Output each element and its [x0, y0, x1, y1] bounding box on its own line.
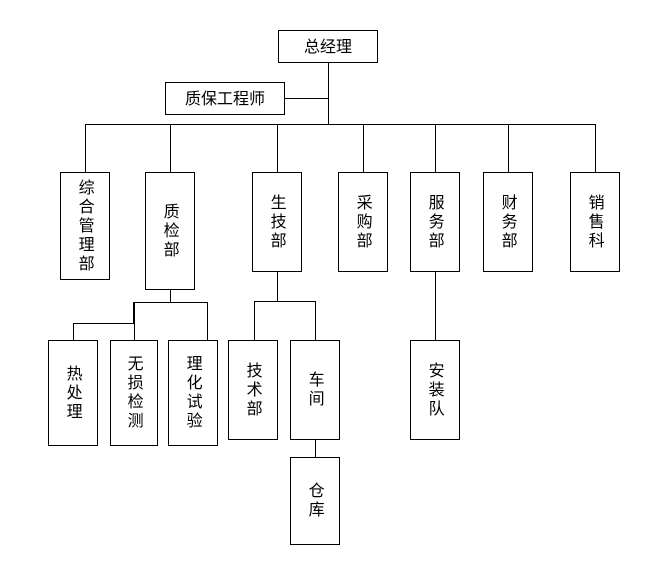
org-node-label: 质检部: [160, 202, 180, 260]
connector-e-qa-join: [285, 98, 329, 99]
connector-e-drop-techdept: [254, 301, 255, 341]
org-node-label: 仓库: [305, 482, 325, 520]
org-node-admin[interactable]: 综合管理部: [60, 172, 110, 280]
org-node-prodtech[interactable]: 生技部: [252, 172, 302, 272]
org-node-label: 热处理: [63, 364, 83, 422]
connector-e-drop-purchase: [363, 124, 364, 172]
connector-e-qc-stem: [170, 290, 171, 303]
org-node-label: 质保工程师: [184, 88, 265, 108]
connector-e-drop-prodtech: [277, 124, 278, 172]
org-node-sales[interactable]: 销售科: [570, 172, 620, 272]
connector-e-pt-stem: [277, 272, 278, 302]
org-node-label: 采购部: [353, 193, 373, 251]
org-node-label: 理化试验: [183, 355, 203, 431]
connector-e-qc-bus: [133, 302, 208, 303]
connector-e-drop-finance: [508, 124, 509, 172]
connector-e-drop-workshop: [315, 301, 316, 341]
org-node-label: 总经理: [303, 36, 352, 56]
connector-e-pt-bus: [254, 301, 316, 302]
org-node-lab[interactable]: 理化试验: [168, 340, 218, 446]
connector-e-ws-warehouse: [315, 440, 316, 458]
org-node-qc[interactable]: 质检部: [145, 172, 195, 290]
connector-e-drop-qc: [170, 124, 171, 172]
org-node-qa_eng[interactable]: 质保工程师: [165, 82, 285, 115]
org-node-label: 技术部: [243, 361, 263, 419]
connector-e-drop-service: [435, 124, 436, 172]
connector-e-heat-bus: [73, 323, 134, 324]
connector-e-qc-left-stem: [133, 302, 134, 324]
connector-e-service-drop: [435, 272, 436, 341]
org-node-warehouse[interactable]: 仓库: [290, 457, 340, 545]
org-node-label: 服务部: [425, 193, 445, 251]
org-node-finance[interactable]: 财务部: [483, 172, 533, 272]
org-node-heat[interactable]: 热处理: [48, 340, 98, 446]
org-node-label: 综合管理部: [75, 178, 95, 274]
org-node-install[interactable]: 安装队: [410, 340, 460, 440]
org-node-workshop[interactable]: 车间: [290, 340, 340, 440]
org-node-ndt[interactable]: 无损检测: [110, 340, 158, 446]
org-node-techdept[interactable]: 技术部: [228, 340, 278, 440]
connector-e-gm-trunk: [328, 63, 329, 124]
connector-e-drop-heat: [73, 323, 74, 341]
connector-e-main-bus: [85, 124, 595, 125]
connector-e-drop-ndt: [134, 302, 135, 341]
org-node-gm[interactable]: 总经理: [278, 30, 378, 63]
org-node-label: 生技部: [267, 193, 287, 251]
connector-e-drop-admin: [85, 124, 86, 172]
org-node-label: 安装队: [425, 361, 445, 419]
org-node-label: 无损检测: [124, 355, 144, 431]
org-node-label: 车间: [305, 371, 325, 409]
connector-e-drop-sales: [595, 124, 596, 172]
org-node-label: 销售科: [585, 193, 605, 251]
org-node-service[interactable]: 服务部: [410, 172, 460, 272]
org-node-purchase[interactable]: 采购部: [338, 172, 388, 272]
connector-e-drop-lab: [207, 302, 208, 341]
org-node-label: 财务部: [498, 193, 518, 251]
